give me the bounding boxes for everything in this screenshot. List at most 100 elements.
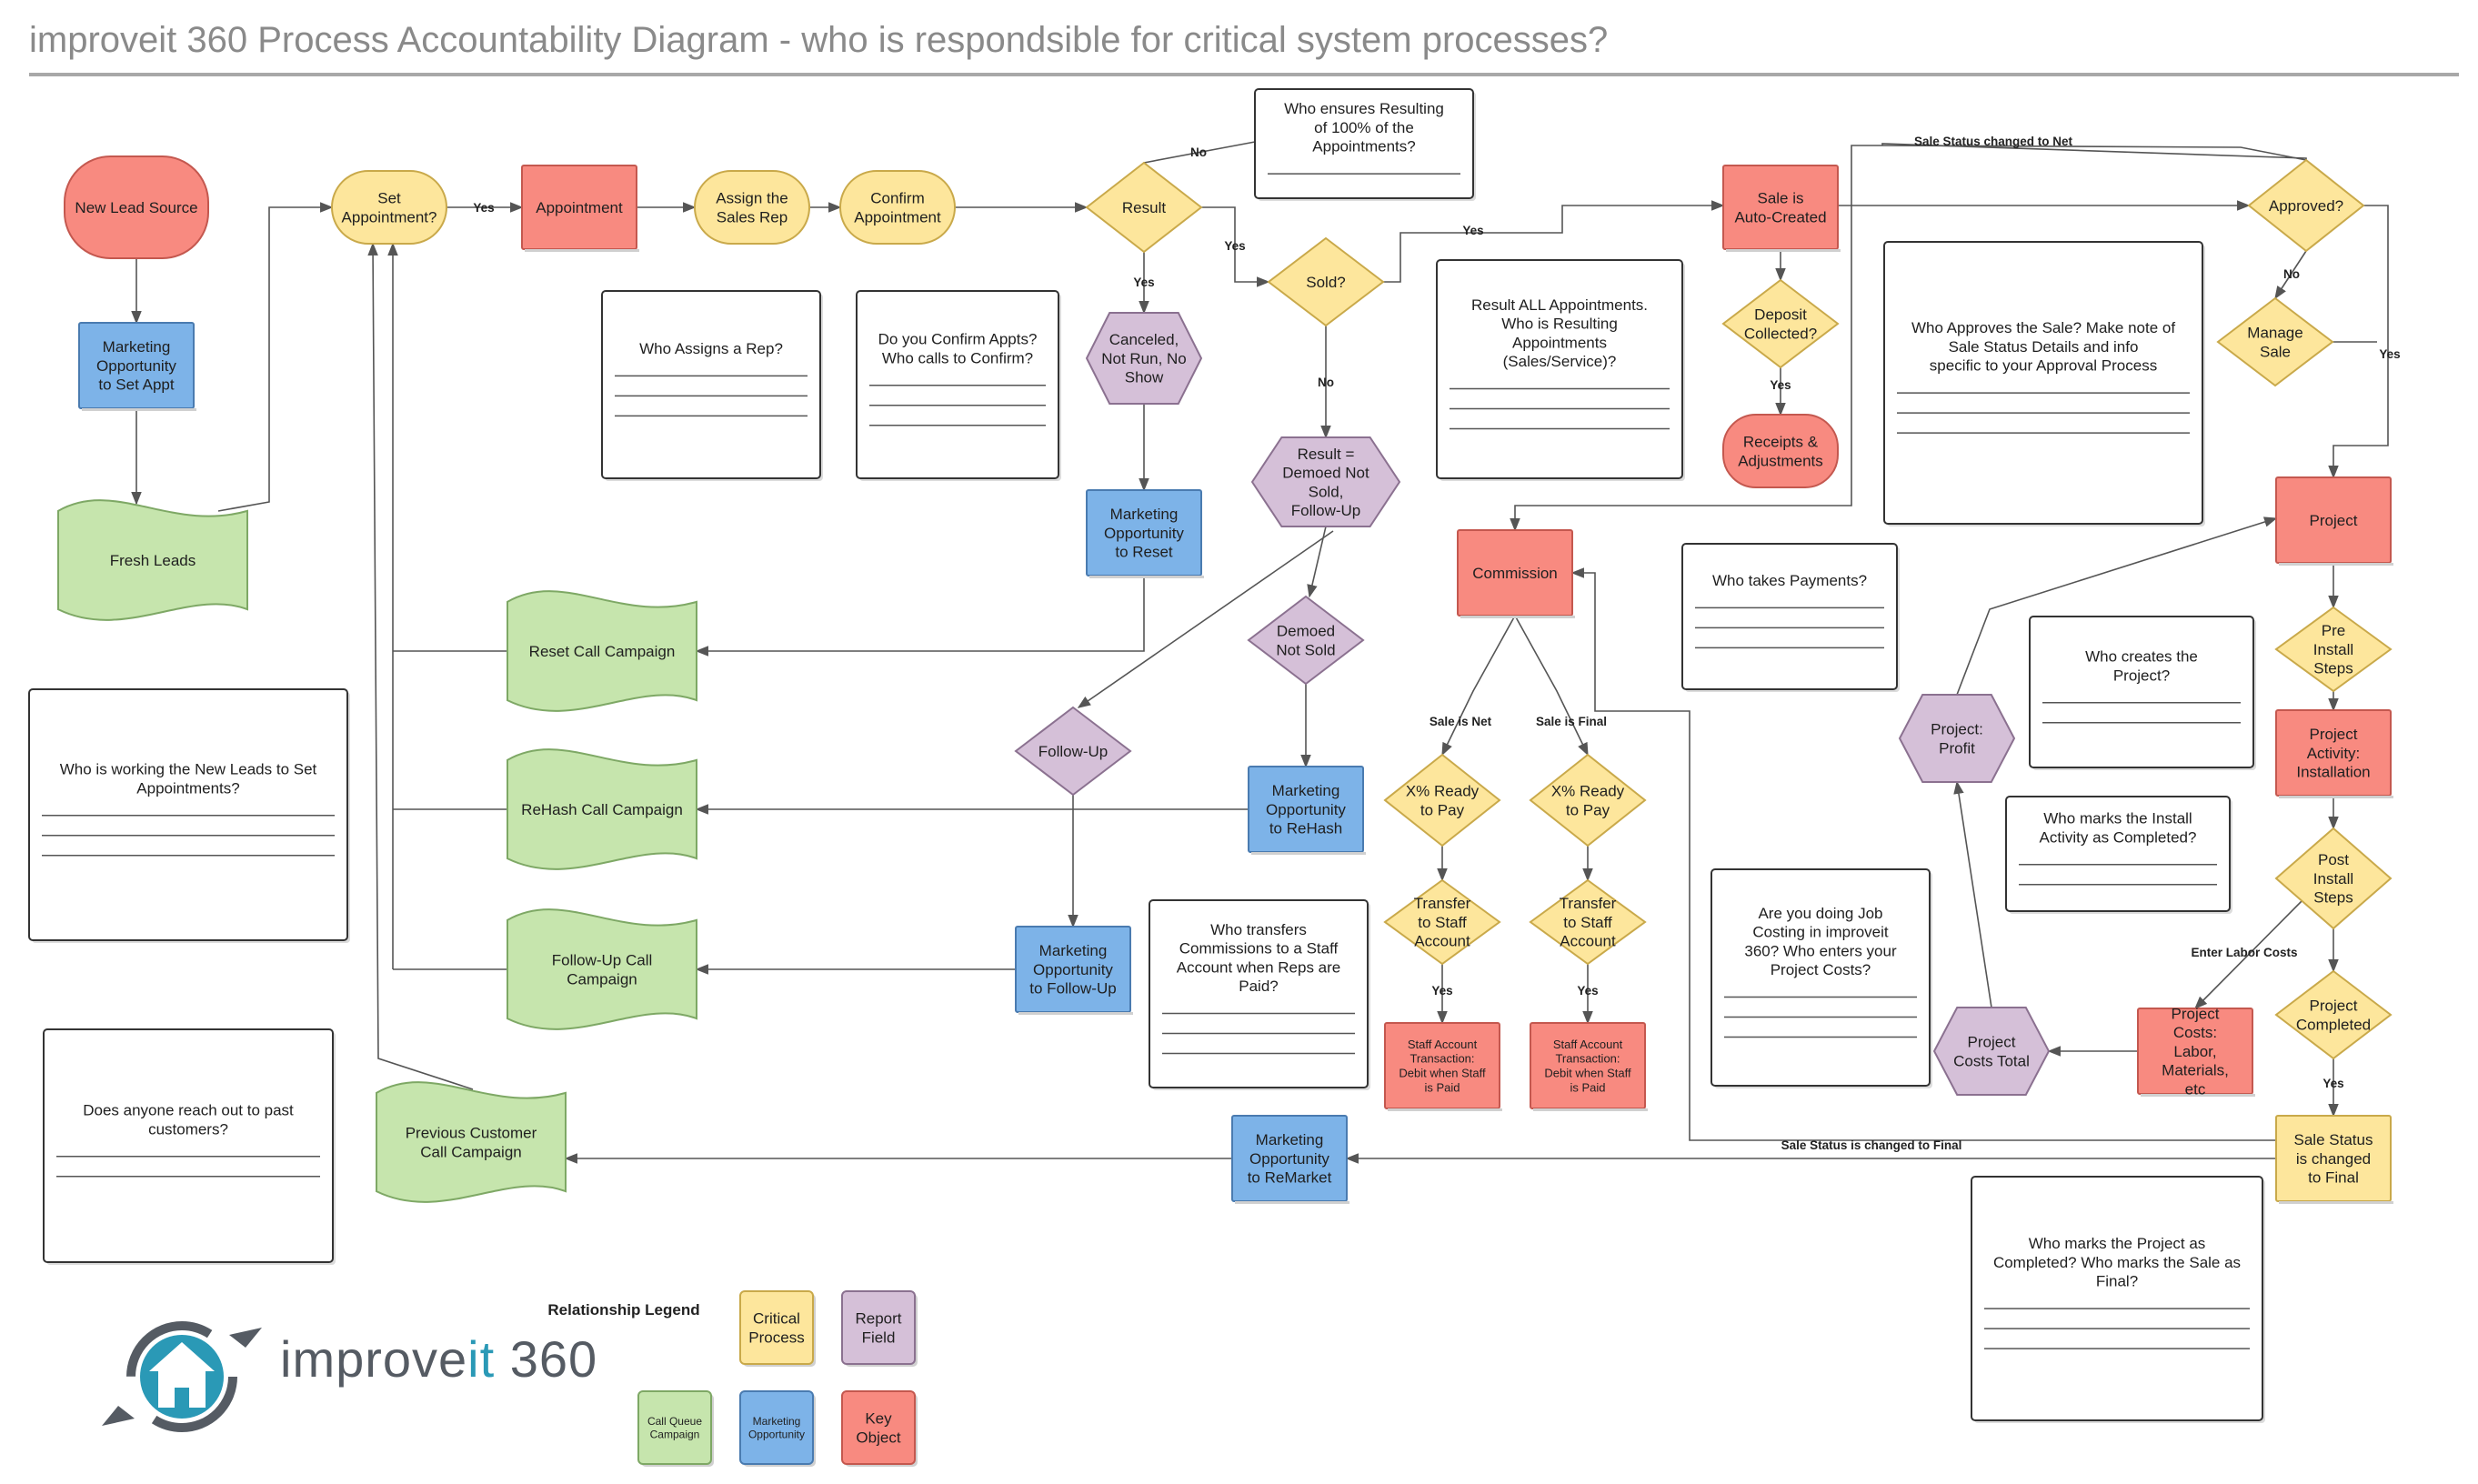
note-text: Who Assigns a Rep? <box>639 340 783 357</box>
connector-line <box>2328 205 2389 479</box>
node-label: New Lead Source <box>75 199 197 216</box>
note-payments: Who takes Payments? <box>1681 543 1900 692</box>
connector-line <box>1143 141 1256 164</box>
edge-label: Yes <box>1577 984 1598 998</box>
edge-label: Yes <box>1770 378 1791 392</box>
node-label: Fresh Leads <box>110 552 196 569</box>
node-label: Appointment <box>536 199 623 216</box>
node-label: Reset Call Campaign <box>529 643 676 660</box>
node-project-profit: Project:Profit <box>1898 694 2016 783</box>
connector-line <box>2274 250 2307 300</box>
edge-label: Sale is Final <box>1536 715 1607 728</box>
logo-part-it: it <box>467 1330 496 1388</box>
logo-wordmark: improveit 360 <box>280 1329 597 1389</box>
connector-line <box>1514 615 1589 757</box>
edge-label: Yes <box>1431 984 1452 998</box>
node-appointment: Appointment <box>521 165 639 252</box>
node-label: Approved? <box>2269 197 2343 215</box>
node-label: ReHash Call Campaign <box>521 801 683 818</box>
node-label: Sold? <box>1306 274 1345 291</box>
node-project: Project <box>2275 476 2393 566</box>
node-label: Project <box>2310 512 2358 529</box>
node-reset-campaign: Reset Call Campaign <box>507 590 697 712</box>
edge-label: Sale Status is changed to Final <box>1781 1138 1962 1152</box>
node-approved: Approved? <box>2247 158 2365 253</box>
connector-line <box>1383 200 1725 283</box>
title-divider <box>29 73 2459 76</box>
connector-line <box>1201 206 1270 287</box>
node-commission: Commission <box>1457 529 1575 618</box>
edge-label: Sale Status changed to Net <box>1914 135 2073 148</box>
node-new-lead-source: New Lead Source <box>64 155 209 259</box>
note-confirm-appts: Do you Confirm Appts?Who calls to Confir… <box>856 290 1061 481</box>
note-text: Do you Confirm Appts?Who calls to Confir… <box>878 331 1038 367</box>
note-assigns-rep: Who Assigns a Rep? <box>601 290 823 481</box>
connector-line <box>1077 530 1334 708</box>
node-sold: Sold? <box>1267 236 1385 327</box>
logo-part-improve: improve <box>280 1330 468 1388</box>
edge-label: Yes <box>473 201 494 215</box>
connector-line <box>2193 897 2305 1010</box>
edge-label: No <box>2283 267 2300 281</box>
node-receipts: Receipts &Adjustments <box>1722 414 1839 488</box>
edge-label: No <box>1318 376 1334 389</box>
note-text: Result ALL Appointments.Who is Resulting… <box>1471 296 1648 370</box>
page-title: improveit 360 Process Accountability Dia… <box>29 20 1609 60</box>
node-result: Result <box>1085 161 1203 254</box>
logo-part-360: 360 <box>495 1330 598 1388</box>
